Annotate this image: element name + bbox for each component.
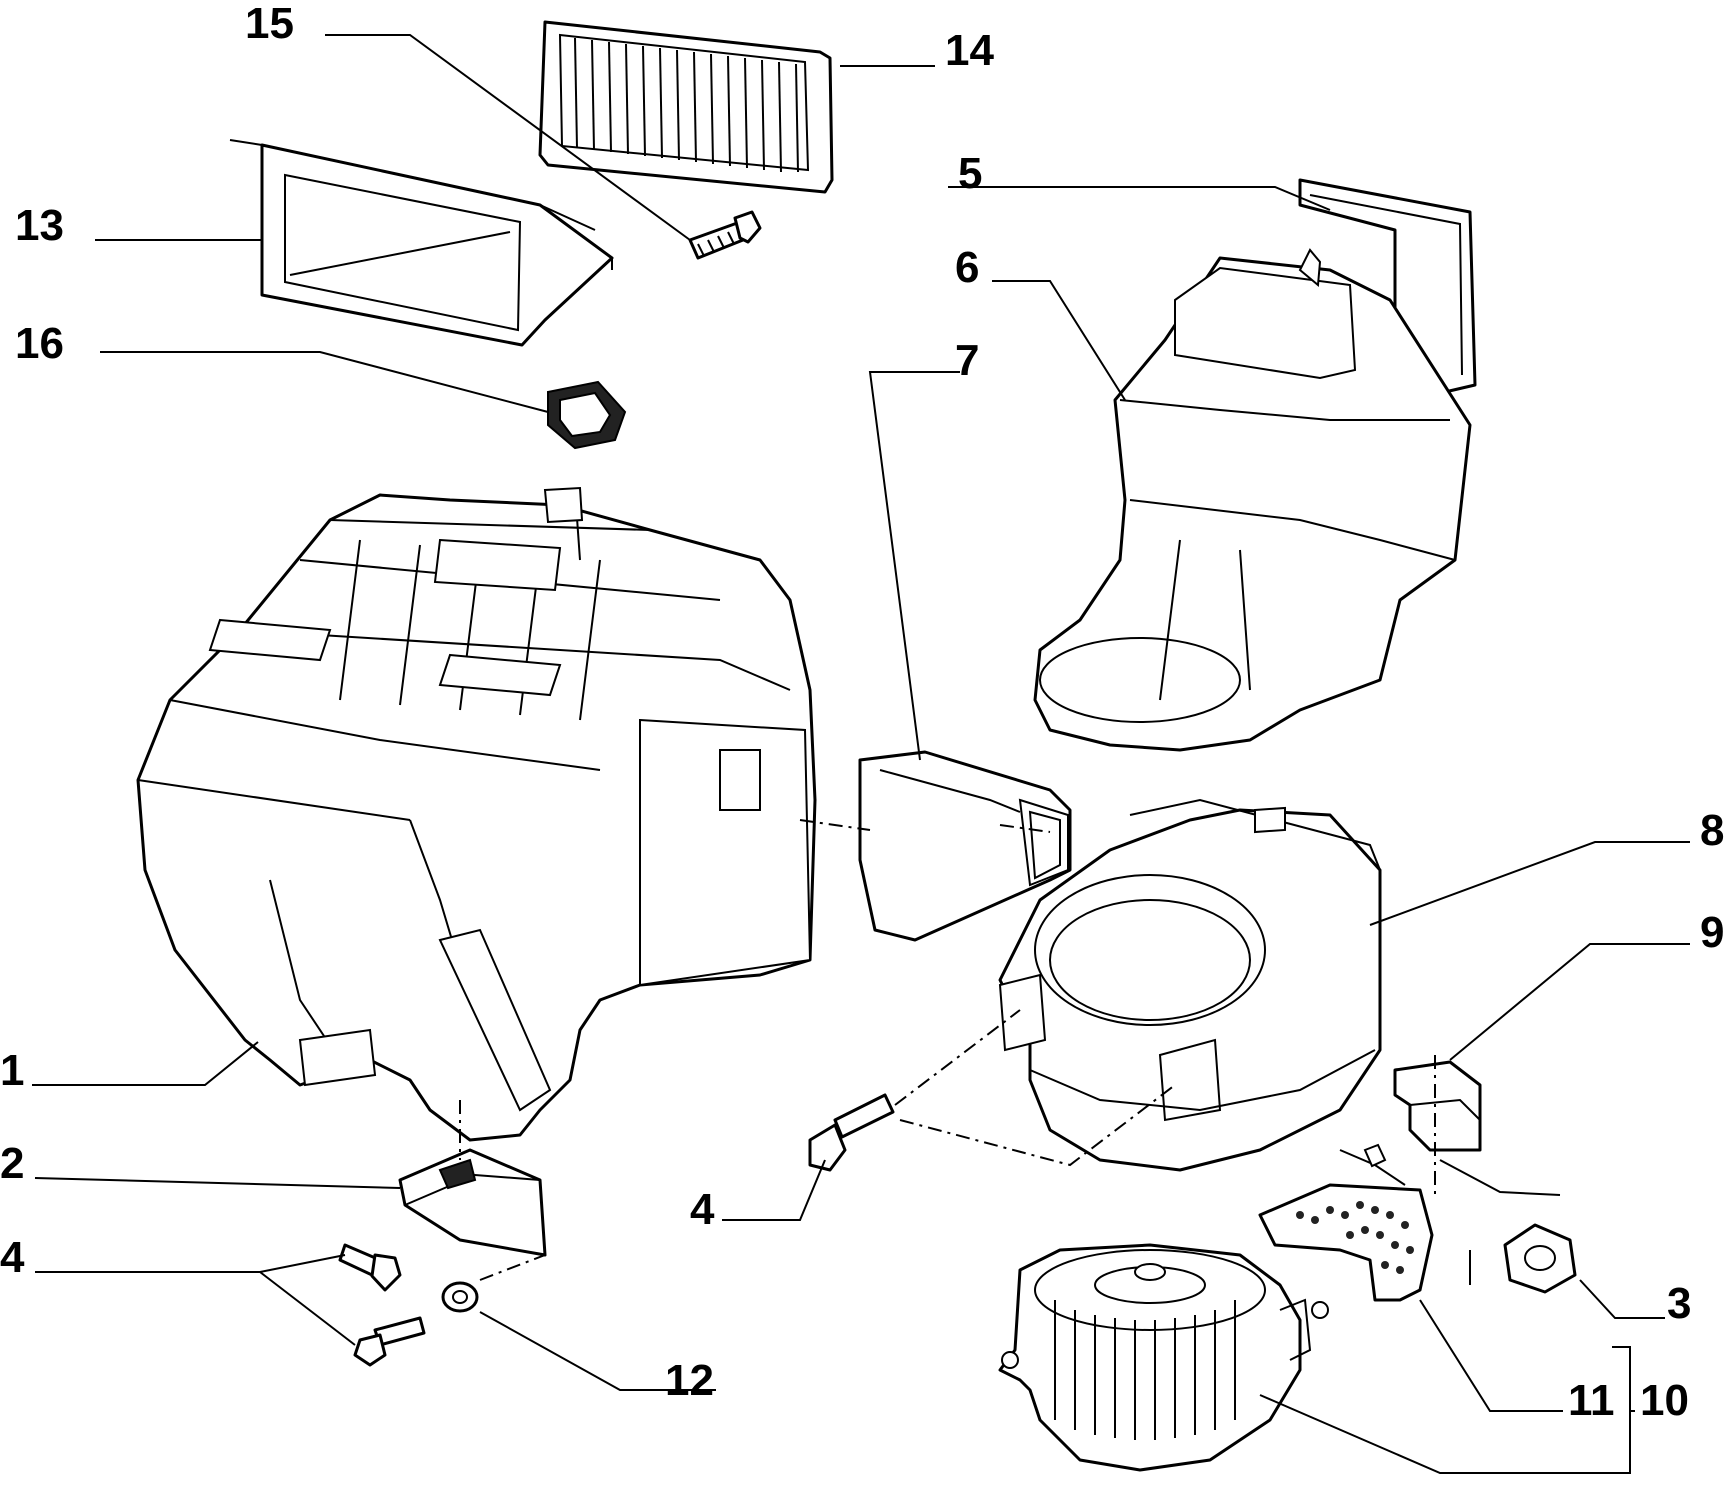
callout-9: 9 <box>1700 908 1724 957</box>
part-6-air-inlet-housing <box>1033 248 1472 752</box>
callout-6: 6 <box>955 243 979 292</box>
callout-labels: 1 2 3 4 4 5 6 7 8 9 10 11 12 13 14 15 16 <box>0 0 1724 1425</box>
part-7-air-duct <box>858 750 1072 942</box>
part-13-filter-housing <box>229 139 614 347</box>
callout-15: 15 <box>245 0 294 48</box>
part-12-washer <box>441 1281 479 1313</box>
part-1-hvac-housing <box>136 486 817 1142</box>
callout-11: 11 <box>1568 1376 1615 1425</box>
part-8-blower-housing <box>998 798 1382 1172</box>
callout-10: 10 <box>1640 1376 1689 1425</box>
part-16-sensor <box>547 380 627 450</box>
part-15-screw <box>688 210 762 260</box>
part-3-nut <box>1503 1223 1577 1294</box>
callout-7: 7 <box>955 336 979 385</box>
part-4-screws-left <box>338 1243 426 1367</box>
callout-12: 12 <box>665 1356 714 1405</box>
callout-8: 8 <box>1700 806 1724 855</box>
callout-2: 2 <box>0 1139 24 1188</box>
part-2-bracket <box>398 1148 547 1257</box>
callout-13: 13 <box>15 201 64 250</box>
callout-16: 16 <box>15 319 64 368</box>
part-9-cover <box>1393 1060 1482 1152</box>
callout-3: 3 <box>1667 1279 1691 1328</box>
part-11-resistor <box>1258 1143 1434 1302</box>
callout-4-left: 4 <box>0 1233 25 1282</box>
part-14-pollen-filter <box>538 20 834 194</box>
part-4-screw-right <box>808 1093 895 1172</box>
part-10-blower-motor <box>998 1243 1329 1472</box>
callout-4-right: 4 <box>690 1185 715 1234</box>
callout-5: 5 <box>958 149 982 198</box>
leader-lines <box>32 34 1690 1474</box>
callout-1: 1 <box>0 1046 24 1095</box>
callout-14: 14 <box>945 26 994 75</box>
